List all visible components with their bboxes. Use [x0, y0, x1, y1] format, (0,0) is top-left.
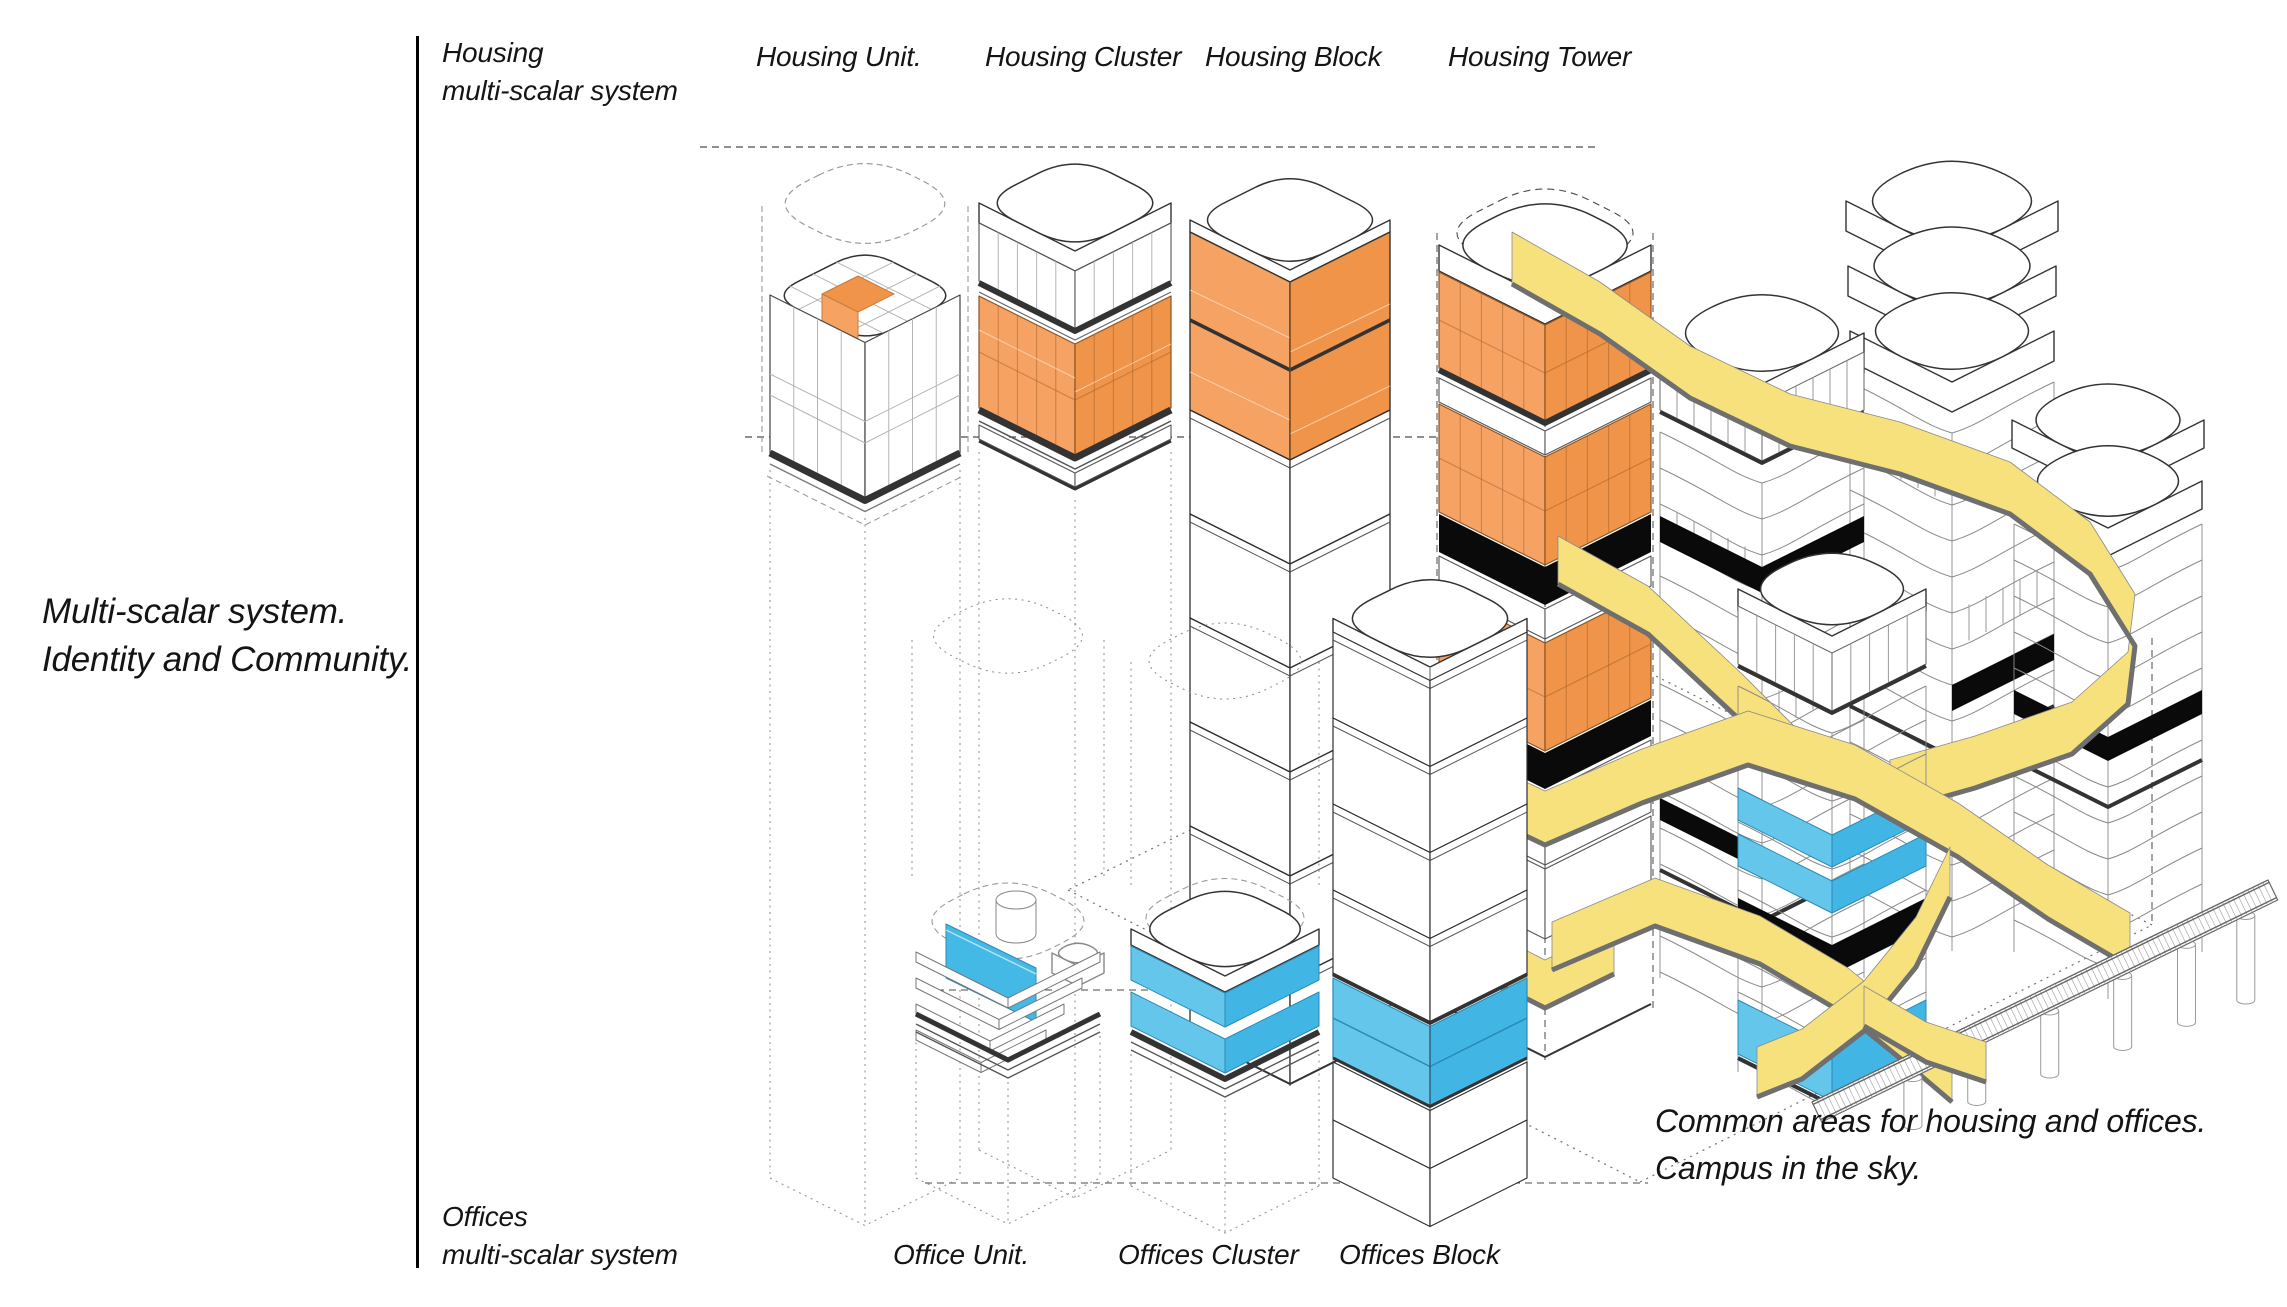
housing-cluster-drawing — [977, 163, 1173, 1199]
label-offices-cluster: Offices Cluster — [1118, 1239, 1299, 1270]
common-towers-cluster-drawing — [1659, 160, 2205, 1029]
text-line: multi-scalar system — [442, 75, 678, 106]
offices-axis-label: Offices multi-scalar system — [442, 1198, 678, 1274]
label-housing-cluster: Housing Cluster — [985, 41, 1182, 72]
common-ramp-to-bridge — [1756, 846, 1987, 1100]
text-line: Offices — [442, 1201, 528, 1232]
offices-block-drawing — [1332, 578, 1528, 1228]
text-line: multi-scalar system — [442, 1239, 678, 1270]
label-offices-block: Offices Block — [1339, 1239, 1500, 1270]
housing-axis-label: Housing multi-scalar system — [442, 34, 678, 110]
text-line: Identity and Community. — [42, 640, 413, 679]
offices-cluster-drawing — [1129, 622, 1321, 1234]
annotation-common-areas: Common areas for housing and offices. Ca… — [1655, 1098, 2206, 1192]
text-line: Campus in the sky. — [1655, 1150, 1922, 1186]
text-line: Housing — [442, 37, 544, 68]
office-unit-drawing — [911, 598, 1105, 1225]
text-line: Common areas for housing and offices. — [1655, 1103, 2207, 1139]
label-housing-block: Housing Block — [1205, 41, 1382, 72]
diagram-title: Multi-scalar system. Identity and Commun… — [42, 588, 412, 684]
label-housing-tower: Housing Tower — [1448, 41, 1632, 72]
text-line: Multi-scalar system. — [42, 592, 348, 631]
housing-unit-drawing — [761, 163, 969, 1226]
label-office-unit: Office Unit. — [893, 1239, 1030, 1270]
axis-rule — [416, 36, 419, 1268]
label-housing-unit: Housing Unit. — [756, 41, 922, 72]
